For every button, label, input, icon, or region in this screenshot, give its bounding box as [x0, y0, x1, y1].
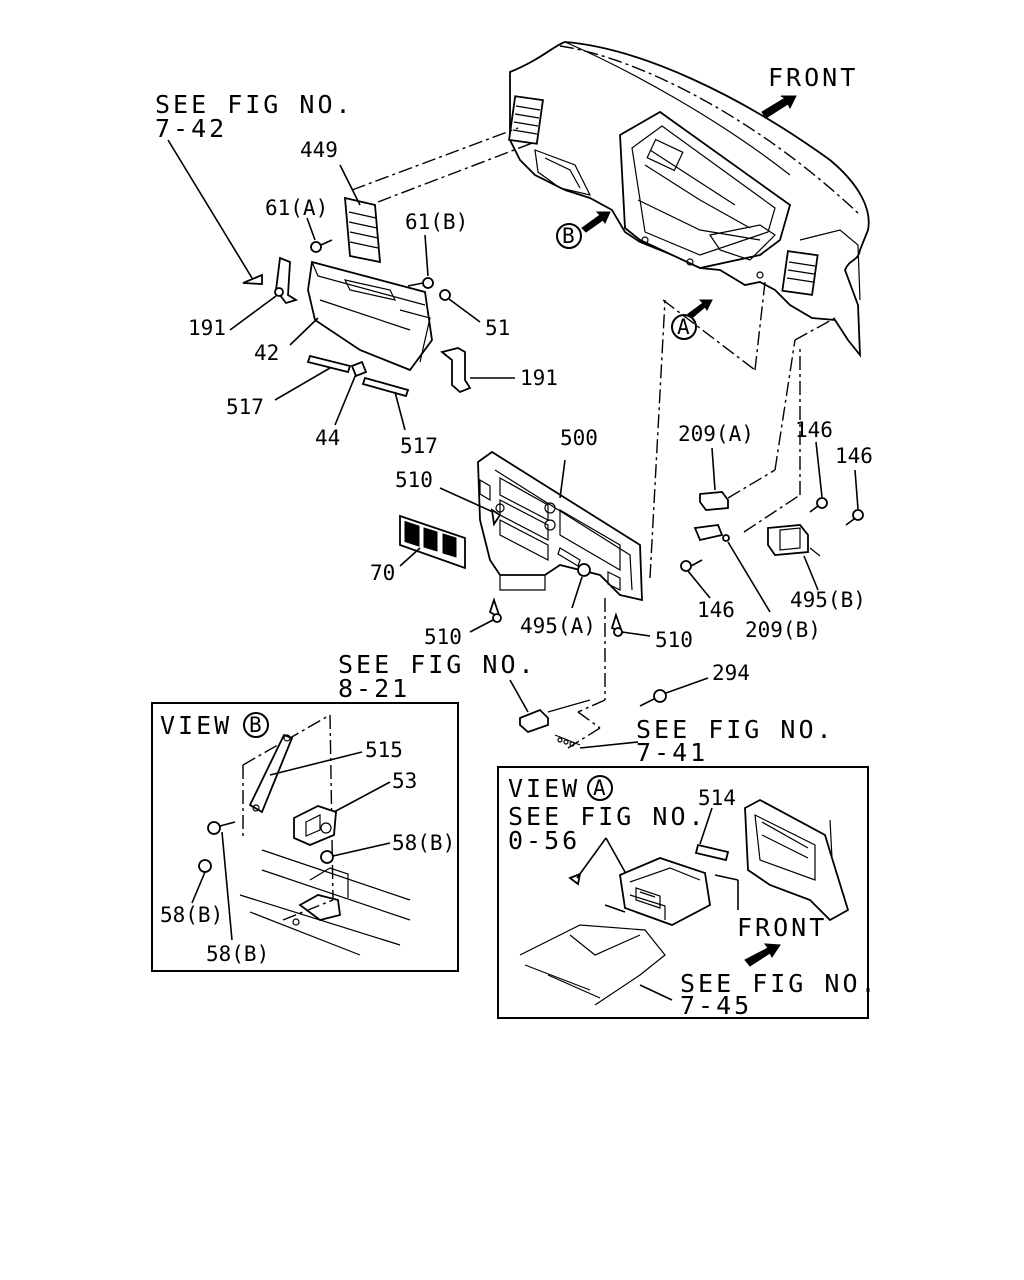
label-58b-left: 58(B) — [160, 903, 223, 927]
ref-7-42-line1: SEE FIG NO. — [155, 90, 354, 119]
part-449-vent: 449 — [300, 138, 382, 264]
label-510-bottom: 510 — [424, 625, 462, 649]
marker-b-main: B — [556, 211, 611, 249]
part-191-left-bracket: 191 — [188, 256, 299, 340]
part-44-clip: 44 — [315, 360, 368, 450]
view-b-label: VIEW — [160, 711, 232, 740]
part-connector-8-21: SEE FIG NO. 8-21 — [338, 650, 591, 747]
arrow-icon — [744, 943, 781, 967]
ref-0-56-line2: 0-56 — [508, 826, 580, 855]
marker-a-main: A — [671, 299, 713, 340]
label-61a: 61(A) — [265, 196, 328, 220]
part-209b-switch: 209(B) — [693, 524, 821, 642]
ref-7-42-line2: 7-42 — [155, 114, 227, 143]
part-146-c: 146 — [680, 559, 735, 622]
ref-7-41-line1: SEE FIG NO. — [636, 715, 835, 744]
front-label-view-a: FRONT — [737, 913, 827, 942]
label-58b-bottom: 58(B) — [206, 942, 269, 966]
part-146-a: 146 — [795, 418, 833, 513]
part-294-screw: 294 — [639, 661, 750, 707]
part-51-screw: 51 — [439, 289, 510, 340]
arrow-icon — [581, 211, 611, 233]
label-51: 51 — [485, 316, 510, 340]
part-146-b: 146 — [835, 444, 873, 526]
view-a-label: VIEW — [508, 774, 580, 803]
view-a-letter: A — [593, 776, 606, 800]
part-500-bezel: 500 — [477, 426, 643, 602]
label-53: 53 — [392, 769, 417, 793]
part-510-bottom: 510 — [424, 597, 502, 649]
leader-lines-dashed — [351, 127, 836, 749]
view-a-panel: VIEW A SEE FIG NO. 0-56 514 — [497, 766, 879, 1020]
front-arrow-main: FRONT — [761, 63, 858, 119]
label-191-right: 191 — [520, 366, 558, 390]
marker-a-letter: A — [677, 315, 690, 339]
ref-0-56-line1: SEE FIG NO. — [508, 802, 707, 831]
part-42-cover: 42 — [254, 260, 433, 372]
ref-8-21-line1: SEE FIG NO. — [338, 650, 537, 679]
part-495b-bracket: 495(B) — [767, 524, 866, 612]
ref-7-41-line2: 7-41 — [636, 738, 708, 767]
part-209a-switch: 209(A) — [678, 422, 754, 511]
part-70-panel: 70 — [370, 514, 466, 585]
view-b-letter: B — [249, 713, 262, 737]
part-510-top: 510 — [395, 468, 502, 527]
label-294: 294 — [712, 661, 750, 685]
arrow-icon — [761, 95, 797, 119]
instrument-panel — [508, 41, 870, 358]
arrow-icon — [687, 299, 713, 319]
label-515: 515 — [365, 738, 403, 762]
label-495a: 495(A) — [520, 614, 596, 638]
ref-7-41: SEE FIG NO. 7-41 — [579, 715, 835, 767]
part-510-right: 510 — [610, 612, 693, 652]
label-209a: 209(A) — [678, 422, 754, 446]
label-517-left: 517 — [226, 395, 264, 419]
ref-7-45-line2: 7-45 — [680, 991, 752, 1020]
label-146-b: 146 — [835, 444, 873, 468]
part-191-right-bracket: 191 — [440, 347, 558, 394]
label-61b: 61(B) — [405, 210, 468, 234]
part-61b-screw: 61(B) — [405, 210, 468, 289]
part-495a-clip: 495(A) — [520, 563, 596, 638]
label-500: 500 — [560, 426, 598, 450]
view-b-panel: VIEW B 515 53 58(B) 58(B) 58(B) — [151, 702, 459, 972]
front-label-main: FRONT — [768, 63, 858, 92]
label-510-right: 510 — [655, 628, 693, 652]
part-screw-7-42: SEE FIG NO. 7-42 — [155, 90, 354, 285]
part-61a-screw: 61(A) — [265, 196, 333, 253]
marker-b-letter: B — [562, 224, 575, 248]
label-517-right: 517 — [400, 434, 438, 458]
label-514: 514 — [698, 786, 736, 810]
label-58b-right: 58(B) — [392, 831, 455, 855]
label-209b: 209(B) — [745, 618, 821, 642]
label-146-c: 146 — [697, 598, 735, 622]
label-42: 42 — [254, 341, 279, 365]
label-495b: 495(B) — [790, 588, 866, 612]
label-510-top: 510 — [395, 468, 433, 492]
ref-7-45-line1: SEE FIG NO. — [680, 969, 879, 998]
label-449: 449 — [300, 138, 338, 162]
part-517-right: 517 — [361, 376, 438, 458]
part-517-left: 517 — [226, 354, 352, 419]
ref-8-21-line2: 8-21 — [338, 674, 410, 703]
label-146-a: 146 — [795, 418, 833, 442]
label-70: 70 — [370, 561, 395, 585]
label-44: 44 — [315, 426, 340, 450]
label-191-left: 191 — [188, 316, 226, 340]
